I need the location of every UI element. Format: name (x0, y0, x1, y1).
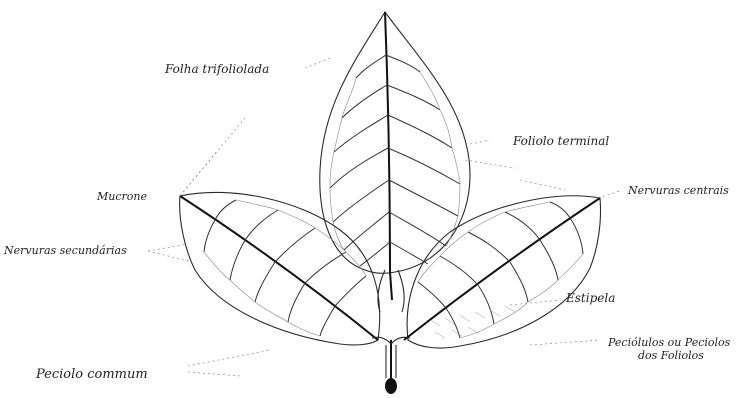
label-mucrone: Mucrone (96, 190, 147, 203)
label-peciolulos-line1: Peciólulos ou Peciolos (607, 336, 731, 349)
leader-lines (148, 58, 620, 376)
right-leaflet (404, 196, 601, 348)
label-folha-trifoliolada: Folha trifoliolada (164, 62, 269, 76)
label-peciolulos-line2: dos Foliolos (638, 349, 704, 362)
label-nervuras-secundarias: Nervuras secundárias (3, 244, 127, 257)
label-peciolo-commum: Peciolo commum (35, 367, 148, 382)
label-foliolo-terminal: Foliolo terminal (512, 134, 609, 148)
label-estipela: Estipela (565, 291, 615, 305)
left-leaflet (180, 192, 380, 345)
terminal-leaflet (320, 12, 470, 300)
petiole-base (385, 378, 397, 394)
label-nervuras-centrais: Nervuras centrais (627, 184, 729, 197)
